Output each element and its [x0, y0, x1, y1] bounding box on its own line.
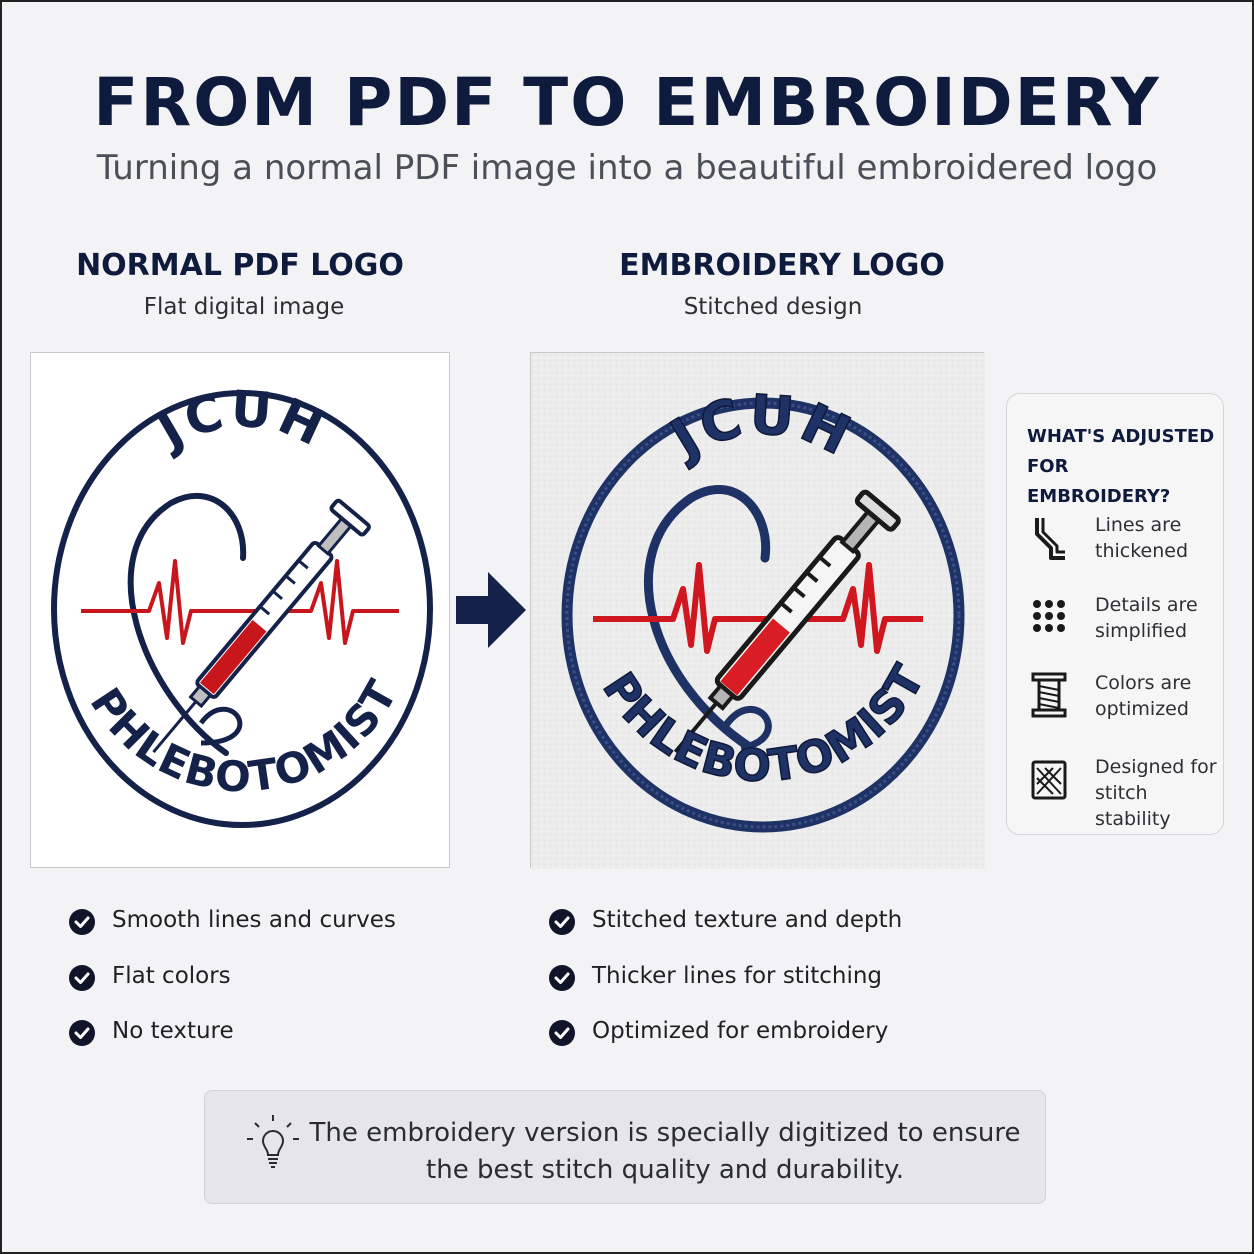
adjustment-text: Colors are optimized [1095, 672, 1192, 720]
info-note: The embroidery version is specially digi… [204, 1090, 1046, 1204]
pdf-feature-item: No texture [68, 1015, 468, 1051]
embroidery-logo-image: JCUH PHLEBOTOMIST [531, 353, 985, 869]
check-circle-icon [69, 1020, 95, 1046]
adjustment-item-colors: Colors are optimized [1027, 670, 1223, 730]
badge-top-text: JCUH [145, 380, 336, 462]
embroidery-feature-item: Optimized for embroidery [548, 1015, 968, 1051]
badge-ring [51, 390, 433, 828]
pdf-logo-subheading: Flat digital image [143, 294, 345, 320]
adjustments-card: WHAT'S ADJUSTED FOR EMBROIDERY? Lines ar… [1006, 393, 1224, 835]
embroidered-syringe [673, 489, 901, 754]
thick-line-icon [1035, 518, 1065, 560]
syringe [152, 498, 371, 754]
adjustment-text: Lines are thickened [1095, 514, 1189, 562]
pdf-feature-item: Flat colors [68, 960, 468, 996]
heart-left-stroke [127, 492, 247, 756]
lightbulb-icon [247, 1115, 299, 1168]
pdf-logo-image: JCUH PHLEBOTOMIST [51, 380, 433, 828]
check-circle-icon [69, 965, 95, 991]
adjustments-title: WHAT'S ADJUSTED FOR EMBROIDERY? [1027, 426, 1215, 507]
pdf-feature-item: Smooth lines and curves [68, 904, 468, 940]
fabric-texture [531, 353, 985, 869]
adjustment-item-stability: Designed for stitch stability [1027, 754, 1223, 830]
adjustment-item-lines: Lines are thickened [1027, 512, 1223, 572]
check-circle-icon [69, 909, 95, 935]
embroidery-logo-heading: EMBROIDERY LOGO [619, 248, 945, 283]
heart-tail [199, 706, 243, 746]
pdf-logo-heading: NORMAL PDF LOGO [76, 248, 404, 283]
heartbeat-line [81, 559, 399, 645]
embroidery-feature-item: Stitched texture and depth [548, 904, 968, 940]
embroidered-heart-tail [723, 705, 772, 752]
page-subtitle: Turning a normal PDF image into a beauti… [96, 148, 1158, 188]
pdf-logo-panel: JCUH PHLEBOTOMIST [30, 352, 450, 868]
arrow-right-icon [456, 572, 526, 648]
stitch-pattern-icon [1031, 760, 1067, 800]
adjustment-item-details: Details are simplified [1027, 592, 1223, 652]
check-circle-icon [549, 909, 575, 935]
dots-grid-icon [1033, 600, 1065, 632]
embroidery-logo-panel: JCUH PHLEBOTOMIST [530, 352, 985, 869]
check-circle-icon [549, 1020, 575, 1046]
embroidered-heart-left [643, 485, 771, 753]
thread-spool-icon [1031, 672, 1067, 718]
embroidery-feature-item: Thicker lines for stitching [548, 960, 968, 996]
adjustment-text: Details are simplified [1095, 594, 1198, 642]
check-circle-icon [549, 965, 575, 991]
page-title: FROM PDF TO EMBROIDERY [93, 64, 1161, 141]
adjustment-text: Designed for stitch stability [1095, 756, 1217, 830]
embroidery-logo-subheading: Stitched design [683, 294, 863, 320]
info-note-text: The embroidery version is specially digi… [309, 1118, 1021, 1185]
